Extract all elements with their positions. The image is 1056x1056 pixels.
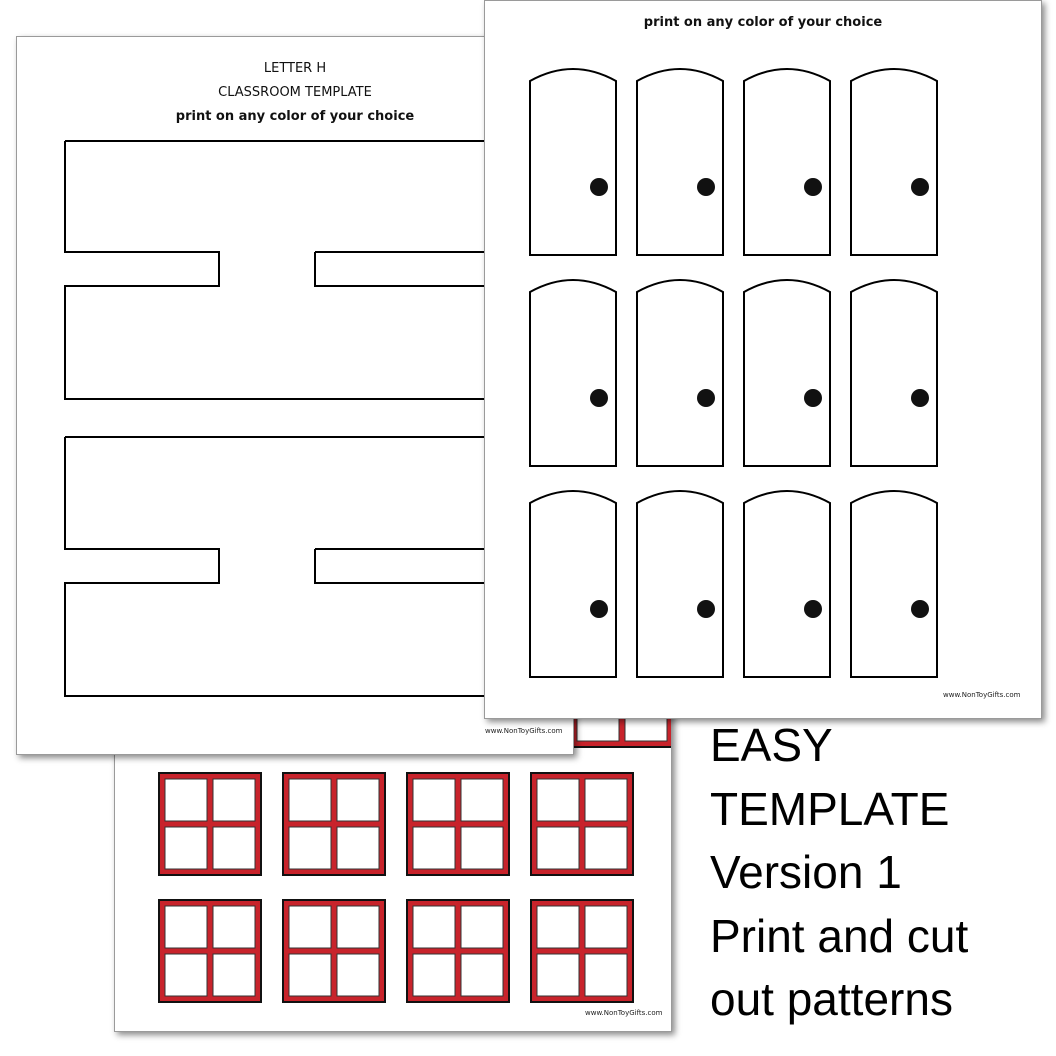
- window-shape: [282, 899, 386, 1003]
- door-knob: [804, 600, 822, 618]
- window-shape: [158, 899, 262, 1003]
- letter-h-template-sheet: LETTER H CLASSROOM TEMPLATE print on any…: [16, 36, 574, 755]
- door-shape: [636, 279, 724, 467]
- windows-credit: www.NonToyGifts.com: [585, 1009, 663, 1017]
- window-shape: [406, 899, 510, 1003]
- door-knob: [804, 389, 822, 407]
- letter-h-piece-top: [64, 140, 573, 400]
- door-knob: [590, 178, 608, 196]
- door-knob: [590, 389, 608, 407]
- door-knob: [911, 600, 929, 618]
- caption: EASY TEMPLATE Version 1 Print and cut ou…: [710, 714, 1050, 1032]
- door-knob: [697, 600, 715, 618]
- door-shape: [850, 490, 938, 678]
- windows-grid: [158, 644, 671, 1003]
- door-shape: [636, 68, 724, 256]
- doors-template-sheet: print on any color of your choice www.No…: [484, 0, 1042, 719]
- door-shape: [743, 279, 831, 467]
- door-shape: [743, 68, 831, 256]
- caption-line-5: out patterns: [710, 973, 953, 1025]
- caption-line-1: EASY: [710, 719, 833, 771]
- window-shape: [530, 899, 634, 1003]
- letter-sheet-subtitle: print on any color of your choice: [175, 109, 415, 124]
- door-shape: [850, 68, 938, 256]
- door-shape: [529, 490, 617, 678]
- door-knob: [697, 389, 715, 407]
- window-shape: [158, 772, 262, 876]
- doors-grid: [529, 68, 938, 678]
- window-shape: [406, 772, 510, 876]
- window-shape: [530, 772, 634, 876]
- door-shape: [743, 490, 831, 678]
- doors-sheet-credit: www.NonToyGifts.com: [943, 691, 1021, 699]
- door-shape: [850, 279, 938, 467]
- letter-h-piece-bottom: [64, 436, 573, 697]
- letter-sheet-title: LETTER H: [263, 61, 327, 76]
- window-shape: [282, 772, 386, 876]
- door-shape: [529, 68, 617, 256]
- letter-sheet-title-2: CLASSROOM TEMPLATE: [218, 85, 372, 100]
- letter-sheet-credit: www.NonToyGifts.com: [485, 727, 563, 735]
- door-knob: [804, 178, 822, 196]
- caption-line-3: Version 1: [710, 846, 902, 898]
- caption-line-2: TEMPLATE: [710, 782, 950, 835]
- door-knob: [697, 178, 715, 196]
- doors-sheet-subtitle: print on any color of your choice: [643, 15, 883, 30]
- door-knob: [590, 600, 608, 618]
- caption-line-4: Print and cut: [710, 909, 969, 962]
- door-knob: [911, 178, 929, 196]
- letter-h-outline: [64, 140, 573, 697]
- letter-sheet-header: LETTER H CLASSROOM TEMPLATE print on any…: [17, 57, 573, 129]
- door-shape: [529, 279, 617, 467]
- door-shape: [636, 490, 724, 678]
- door-knob: [911, 389, 929, 407]
